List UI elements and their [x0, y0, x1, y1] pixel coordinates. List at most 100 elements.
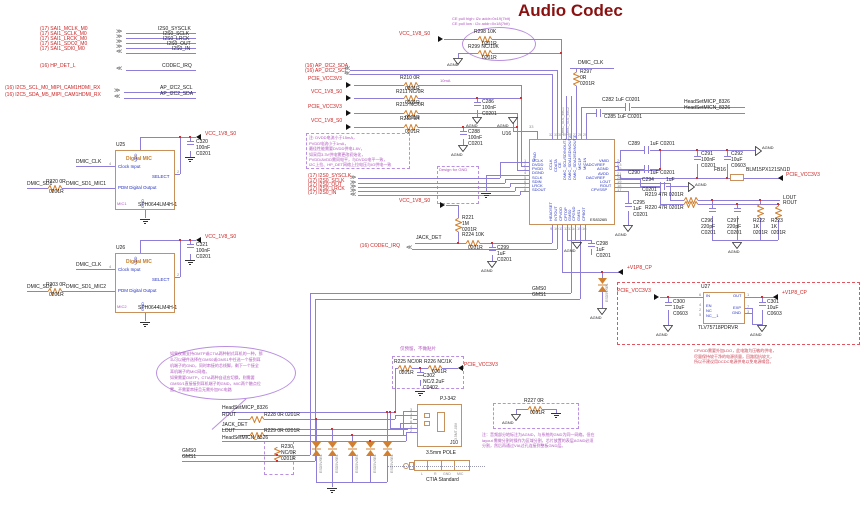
label: VDD [133, 153, 138, 162]
label: Digital MIC [126, 156, 152, 162]
label: NC__1 [706, 313, 719, 318]
wire [670, 183, 671, 200]
label: 0201R [405, 129, 420, 135]
wire [352, 456, 353, 482]
label: EN [706, 303, 712, 308]
label: ESD5V/6BL [319, 454, 323, 473]
label: 4 [524, 170, 527, 175]
wire [406, 432, 413, 433]
resistor-icon [404, 82, 418, 89]
gnd-icon [555, 417, 558, 418]
plug-divider [441, 460, 442, 471]
gnd-icon [485, 197, 488, 198]
junction-dot [777, 203, 780, 206]
wire [222, 441, 406, 442]
capacitor-icon [709, 211, 716, 212]
label: AVDD [598, 171, 609, 176]
label: C301 [767, 299, 779, 305]
label: I2C上拉、HP_DET网络上拉电压与IO供电一致 [309, 162, 392, 167]
label: MIC [457, 472, 464, 476]
wire [744, 178, 780, 179]
wire [413, 415, 417, 416]
label: 1uF C0201 [650, 141, 675, 147]
agnd-icon [572, 242, 582, 249]
wire [517, 170, 529, 171]
wire [480, 243, 552, 244]
wire [513, 131, 537, 132]
wire [458, 232, 459, 243]
label: 27 [573, 133, 577, 137]
label: R220 47R 0201R [645, 205, 684, 211]
ref-codec-irq: (16) CODEC_IRQ [360, 243, 401, 249]
wire [395, 415, 413, 416]
resistor-icon [478, 36, 492, 43]
label: C300 [673, 299, 685, 305]
net-vcc1v8-jack: VCC_1V8_S0 [399, 198, 431, 204]
wire [745, 313, 752, 314]
wire [315, 299, 580, 300]
wire [418, 98, 521, 99]
label: EXP [733, 305, 742, 310]
junction-dot [726, 177, 729, 180]
wire [580, 225, 581, 299]
note-agnd-1: 注：音频部分地标注为AGND，与系统的GND为同一网络。但在 [482, 432, 595, 437]
wire [712, 240, 778, 241]
wire [697, 164, 698, 178]
label: ≫ [114, 88, 121, 94]
label: ≪ [116, 66, 123, 72]
wire [180, 137, 181, 174]
wire [575, 225, 576, 240]
note-box-micbias [392, 356, 464, 389]
label: 26 [578, 133, 582, 137]
label: C0201 [596, 253, 611, 259]
gnd-icon [185, 157, 195, 158]
wire [620, 150, 644, 151]
wire [620, 175, 621, 178]
note-box-power [306, 133, 410, 169]
agnd-icon [688, 182, 695, 192]
plug-divider [454, 460, 455, 471]
capacitor-icon [724, 156, 731, 157]
capacitor-icon [187, 244, 194, 245]
label: R213 NC/0R [396, 102, 425, 108]
wire [395, 415, 396, 419]
label: 0201R [405, 100, 420, 106]
agnd-icon [755, 146, 762, 156]
label: R211 NC/0R [396, 89, 424, 95]
label: 0201R [530, 410, 545, 416]
power-port-icon [346, 95, 351, 101]
label: 100nF [196, 145, 211, 151]
pullup-ellipse [462, 27, 536, 61]
wire [562, 272, 620, 273]
label: 分割，然后再通过VIA过孔连接到整板GND层。 [482, 443, 566, 448]
label: DVDD [532, 162, 544, 167]
junction-dot [394, 411, 397, 414]
label: R224 10K [462, 232, 485, 238]
power-port-icon [196, 134, 201, 140]
net-v1p8cp-2: +V1P8_CP [782, 290, 807, 296]
label: 13 [568, 226, 573, 231]
capacitor-icon [417, 375, 424, 376]
wire [752, 324, 762, 325]
gnd-icon [483, 195, 489, 196]
junction-dot [667, 296, 670, 299]
wire [27, 188, 48, 189]
resistor-icon [398, 365, 412, 372]
wire [418, 85, 521, 86]
wire [668, 310, 669, 325]
wire [505, 179, 506, 183]
wire [492, 39, 561, 40]
label: 10uF [673, 305, 685, 311]
dmic-u26-body [115, 253, 175, 313]
label: 1 [524, 158, 527, 163]
capacitor-icon [648, 146, 649, 154]
esd-diode-icon [328, 442, 337, 456]
label: MCLK [532, 158, 544, 163]
label: 1K [753, 224, 760, 230]
label: AGND [695, 182, 707, 187]
wire [126, 70, 196, 71]
wire [505, 179, 529, 180]
label: SPH0644LM4H-1 [138, 305, 178, 311]
net-ap-i2c2-sda: AP_I2C2_SDA [160, 91, 194, 97]
capacitor-icon [187, 141, 194, 142]
